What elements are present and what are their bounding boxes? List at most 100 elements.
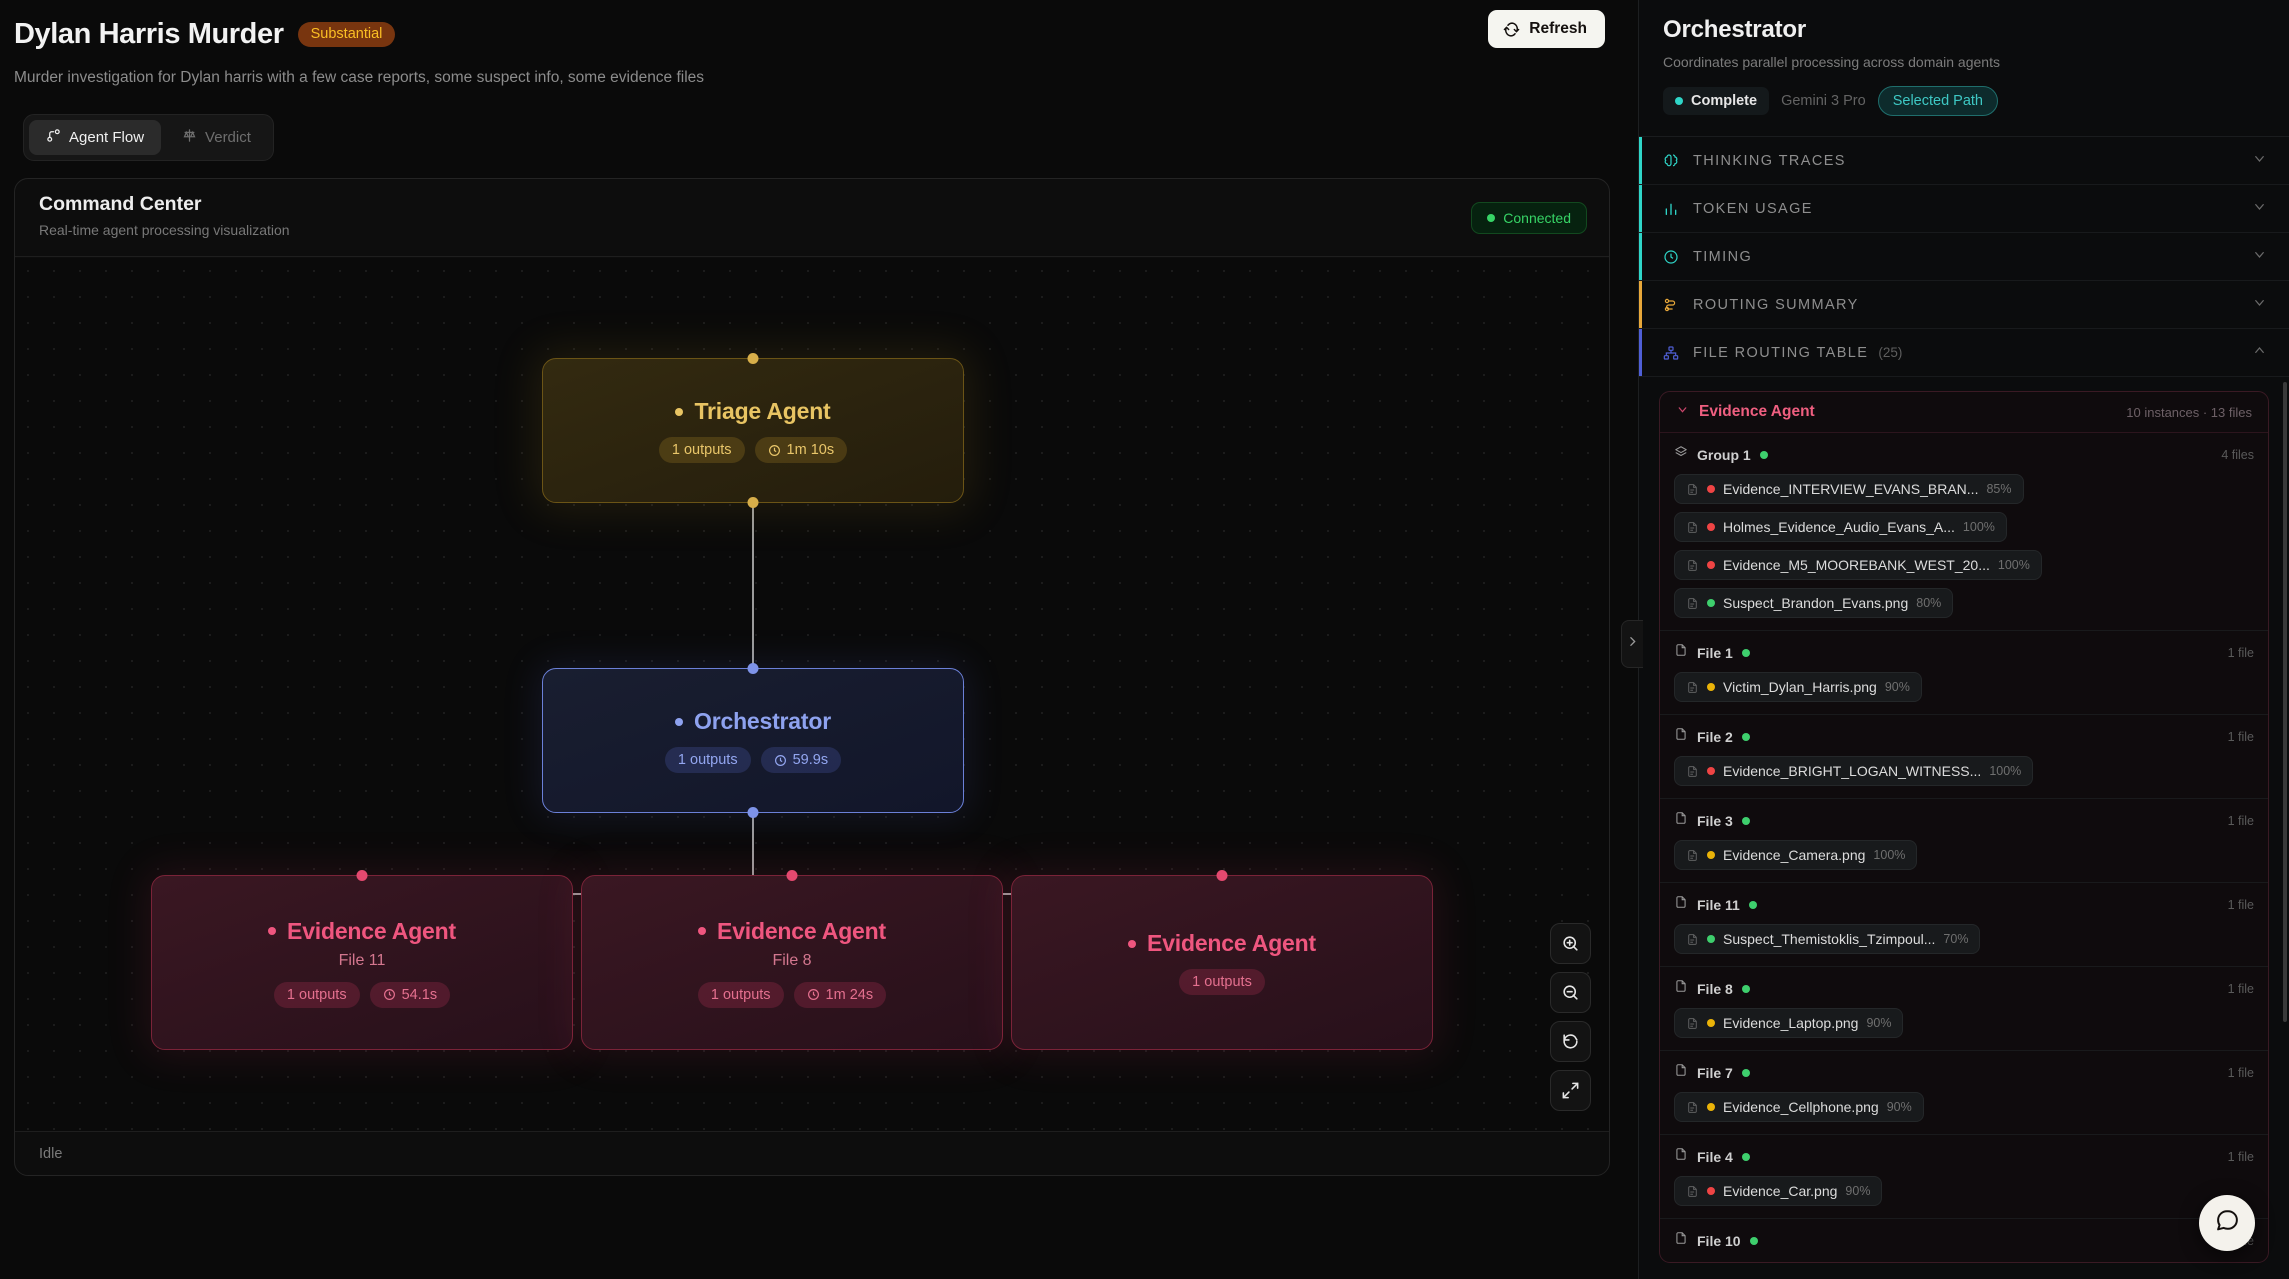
chat-fab-button[interactable] [2199,1195,2255,1251]
node-orchestrator[interactable]: Orchestrator 1 outputs 59.9s [542,663,964,818]
chat-bubble-icon [2215,1208,2240,1238]
node-status-dot [698,927,707,935]
flow-canvas[interactable]: Triage Agent 1 outputs 1m 10s [15,258,1609,1131]
node-handle-bottom [747,497,759,508]
file-icon [1674,1063,1688,1082]
file-pill[interactable]: Holmes_Evidence_Audio_Evans_A...100% [1674,512,2007,542]
file-name: Suspect_Themistoklis_Tzimpoul... [1723,931,1936,947]
routing-group-header[interactable]: File 101 file [1674,1231,2254,1250]
routing-group-count: 1 file [2227,1149,2254,1164]
agent-group-card: Evidence Agent 10 instances · 13 files G… [1659,391,2269,1263]
routing-group-status-dot [1741,1152,1750,1161]
zoom-out-icon[interactable] [1550,972,1591,1013]
node-evidence-agent-third[interactable]: Evidence Agent 1 outputs [1011,870,1433,1050]
file-pill[interactable]: Suspect_Themistoklis_Tzimpoul...70% [1674,924,1981,954]
routing-group-name: File 2 [1697,728,1733,745]
node-duration-label: 54.1s [401,986,438,1003]
tab-agent-flow-label: Agent Flow [69,129,145,147]
scales-icon [182,128,197,147]
chevron-right-icon [1626,635,1639,653]
chevron-down-icon [2252,199,2267,219]
model-label: Gemini 3 Pro [1781,93,1866,109]
document-icon [1686,1101,1699,1114]
title-row: Dylan Harris Murder Substantial [14,18,1608,51]
node-triage-agent[interactable]: Triage Agent 1 outputs 1m 10s [542,353,964,508]
document-icon [1686,765,1699,778]
tab-verdict[interactable]: Verdict [165,120,268,155]
layers-icon [1674,445,1688,464]
agent-status-badge: Complete [1663,87,1770,115]
panel-scrollbar[interactable] [2283,382,2287,1022]
node-duration-chip: 1m 10s [754,437,848,463]
fit-view-icon[interactable] [1550,1070,1591,1111]
node-outputs-chip: 1 outputs [664,747,751,773]
agent-group-header[interactable]: Evidence Agent 10 instances · 13 files [1660,392,2268,433]
node-outputs-chip: 1 outputs [273,981,360,1008]
agent-status-label: Complete [1691,93,1758,109]
page-title: Dylan Harris Murder [14,18,284,50]
node-status-dot [675,717,684,726]
routing-group-count: 1 file [2227,729,2254,744]
file-name: Evidence_Car.png [1723,1183,1838,1199]
file-name: Evidence_Camera.png [1723,847,1866,863]
detail-sections: THINKING TRACES TOKEN USAGE [1639,137,2289,1279]
file-status-dot [1707,523,1715,531]
zoom-controls [1550,923,1591,1111]
section-file-routing-table[interactable]: FILE ROUTING TABLE (25) [1639,329,2289,377]
file-pill[interactable]: Evidence_BRIGHT_LOGAN_WITNESS...100% [1674,756,2034,786]
command-center-subtitle: Real-time agent processing visualization [39,222,290,238]
command-center-header: Command Center Real-time agent processin… [15,179,1609,257]
document-icon [1686,559,1699,572]
routing-group-status-dot [1741,816,1750,825]
node-title-row: Evidence Agent [1128,930,1316,957]
section-label: THINKING TRACES [1693,152,1846,169]
file-status-dot [1707,485,1715,493]
section-routing-summary[interactable]: ROUTING SUMMARY [1639,281,2289,329]
file-pill[interactable]: Evidence_INTERVIEW_EVANS_BRAN...85% [1674,474,2024,504]
node-chips: 1 outputs 1m 24s [697,981,887,1008]
panel-collapse-handle[interactable] [1621,620,1643,668]
document-icon [1686,597,1699,610]
section-token-usage[interactable]: TOKEN USAGE [1639,185,2289,233]
routing-group-header[interactable]: File 2 1 file [1674,727,2254,746]
section-timing[interactable]: TIMING [1639,233,2289,281]
node-evidence-agent-file-8[interactable]: Evidence Agent File 8 1 outputs 1m 24s [581,870,1003,1050]
section-thinking-traces[interactable]: THINKING TRACES [1639,137,2289,185]
section-label: ROUTING SUMMARY [1693,296,1859,313]
document-icon [1686,681,1699,694]
tab-agent-flow[interactable]: Agent Flow [29,120,162,156]
node-name: Evidence Agent [1147,930,1316,956]
file-status-dot [1707,935,1715,943]
zoom-in-icon[interactable] [1550,923,1591,964]
sitemap-icon [1663,345,1683,361]
file-name: Evidence_Cellphone.png [1723,1099,1879,1115]
node-evidence-agent-file-11[interactable]: Evidence Agent File 11 1 outputs 54.1s [151,870,573,1050]
node-handle-top [747,353,759,364]
reset-view-icon[interactable] [1550,1021,1591,1062]
document-icon [1686,933,1699,946]
selected-path-badge[interactable]: Selected Path [1877,86,1998,116]
routing-group-status-dot [1759,450,1768,459]
file-confidence: 85% [1986,482,2012,496]
node-file-label: File 8 [772,951,812,969]
routing-group: File 101 file [1660,1219,2268,1262]
refresh-button[interactable]: Refresh [1488,10,1605,48]
chevron-down-icon [2252,151,2267,171]
file-pill[interactable]: Evidence_M5_MOOREBANK_WEST_20...100% [1674,550,2042,580]
